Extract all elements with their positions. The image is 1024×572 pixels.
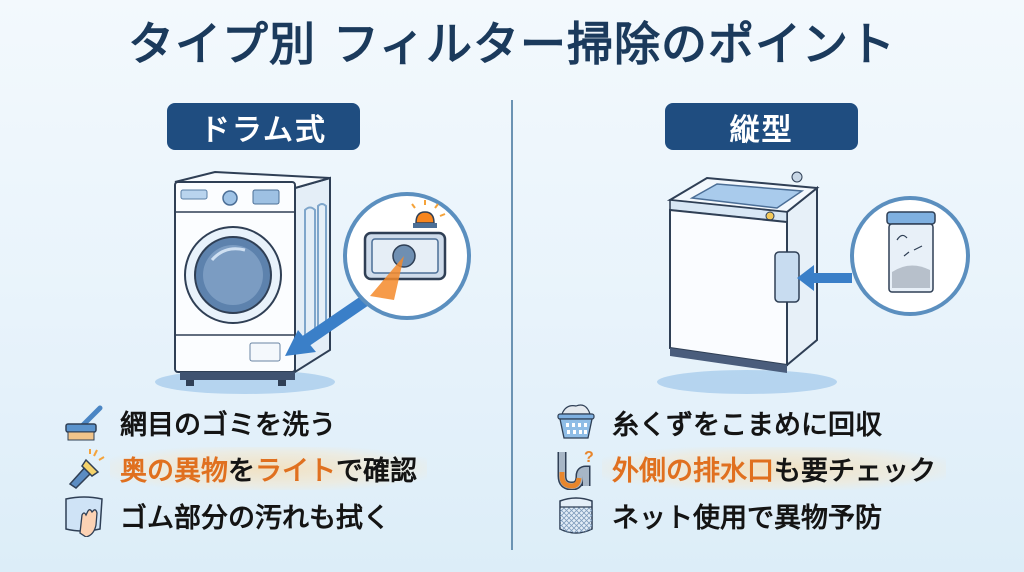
vertical-tip-2-text: 外側の排水口も要チェック [602, 446, 946, 490]
top-loader-illustration [657, 171, 970, 394]
drum-tip-2: 奥の異物をライトで確認 [62, 446, 427, 490]
text-part: を [228, 455, 255, 487]
flashlight-icon [68, 449, 105, 489]
page-title: タイプ別 フィルター掃除のポイント [127, 17, 897, 71]
vertical-tip-1-text: 糸くずをこまめに回収 [612, 409, 882, 441]
vertical-tip-2: ? 外側の排水口も要チェック [554, 446, 946, 490]
drum-panel: ドラム式 [0, 100, 512, 572]
vertical-badge: 縦型 [665, 103, 858, 150]
drum-tip-3-text: ゴム部分の汚れも拭く [120, 502, 390, 534]
center-divider [511, 100, 513, 550]
highlight-light: ライト [255, 455, 336, 487]
cloth-wipe-icon [65, 496, 103, 537]
laundry-basket-icon [557, 404, 595, 439]
svg-text:?: ? [584, 449, 594, 466]
drum-washer-illustration [155, 170, 471, 394]
drum-badge: ドラム式 [167, 103, 360, 150]
text-part: も要チェック [774, 455, 936, 487]
vertical-panel: 縦型 糸くずをこ [512, 100, 1024, 572]
brush-icon [65, 405, 103, 441]
drain-pipe-icon: ? [557, 449, 594, 490]
text-part: で確認 [336, 455, 417, 487]
drum-tip-1-text: 網目のゴミを洗う [120, 409, 336, 441]
vertical-tip-3: ネット使用で異物予防 [554, 493, 882, 537]
drum-tip-3: ゴム部分の汚れも拭く [62, 493, 390, 537]
vertical-tip-1: 糸くずをこまめに回収 [554, 400, 882, 444]
laundry-net-icon [559, 497, 593, 534]
highlight-foreign-objects: 奥の異物 [120, 455, 228, 487]
highlight-external-drain: 外側の排水口 [612, 455, 774, 487]
drum-tip-2-text: 奥の異物をライトで確認 [110, 446, 427, 490]
vertical-tip-3-text: ネット使用で異物予防 [612, 502, 882, 534]
drum-tip-1: 網目のゴミを洗う [62, 400, 336, 444]
